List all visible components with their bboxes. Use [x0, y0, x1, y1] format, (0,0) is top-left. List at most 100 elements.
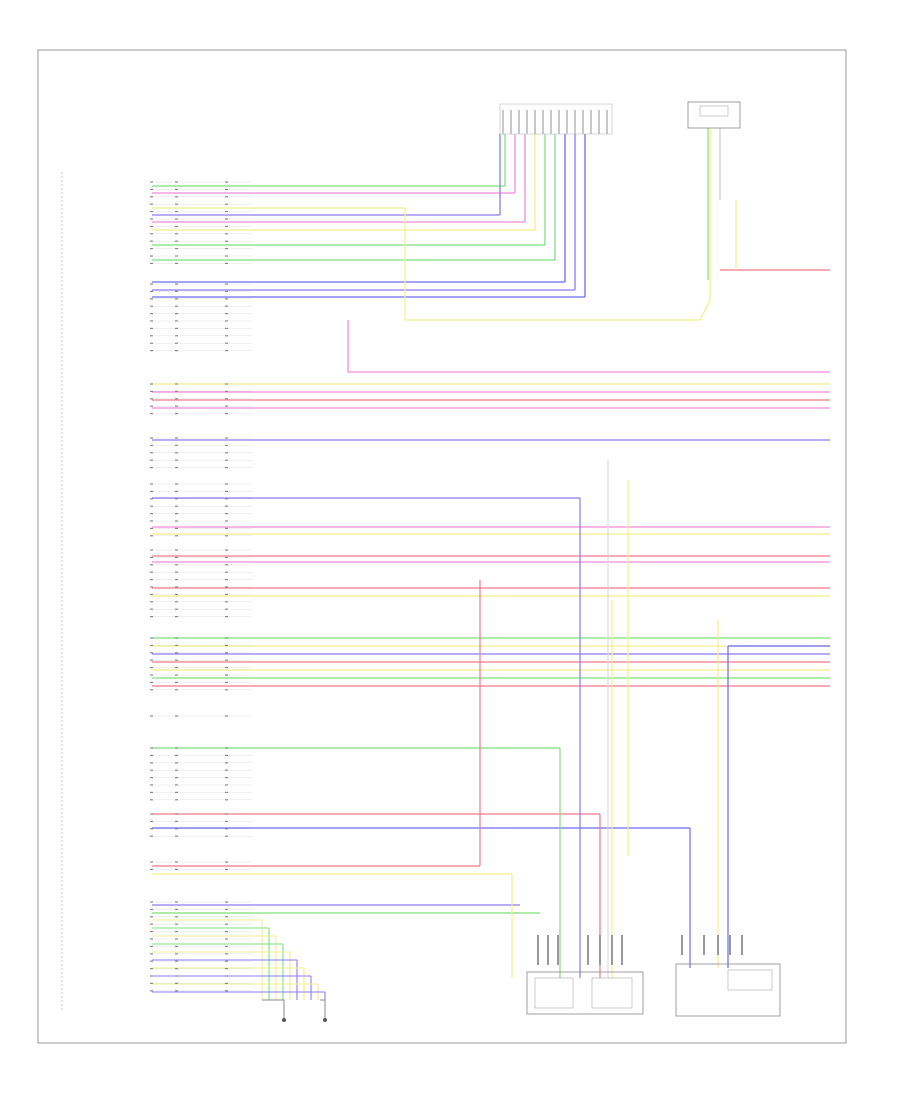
- wire-color-marker: [225, 799, 228, 801]
- pin-marker: [150, 608, 153, 610]
- pin-marker: [150, 762, 153, 764]
- wire-code-marker: [175, 505, 178, 507]
- wire-color-marker: [225, 225, 228, 227]
- wire-color-marker: [225, 505, 228, 507]
- wire-color-marker: [225, 262, 228, 264]
- sensor-top-right: [687, 101, 741, 129]
- wire-color-marker: [225, 968, 228, 970]
- pin-marker: [150, 290, 153, 292]
- wire-pink-loop: [347, 320, 830, 373]
- wire-color-marker: [225, 498, 228, 500]
- wire-color-marker: [225, 290, 228, 292]
- wire-code-marker: [175, 490, 178, 492]
- wire-code-marker: [175, 868, 178, 870]
- pin-marker: [150, 452, 153, 454]
- wire-code-marker: [175, 667, 178, 669]
- wire-color-marker: [225, 689, 228, 691]
- wire-color-marker: [225, 218, 228, 220]
- module-bottom-center: [526, 971, 644, 1015]
- wire-code-marker: [175, 290, 178, 292]
- pin-marker: [150, 601, 153, 603]
- pin-marker: [150, 233, 153, 235]
- wire-code-marker: [175, 637, 178, 639]
- wire-color-marker: [225, 413, 228, 415]
- wire-code-marker: [175, 513, 178, 515]
- wire-code-marker: [175, 835, 178, 837]
- wire-color-marker: [225, 535, 228, 537]
- wire-code-marker: [175, 398, 178, 400]
- wire-code-marker: [175, 255, 178, 257]
- wire-color-marker: [225, 579, 228, 581]
- wire-color-marker: [225, 327, 228, 329]
- pin-marker: [150, 644, 153, 646]
- pin-marker: [150, 616, 153, 618]
- pin-marker: [150, 689, 153, 691]
- wire-code-marker: [175, 945, 178, 947]
- wire-color-marker: [225, 196, 228, 198]
- wire-code-marker: [175, 549, 178, 551]
- wire-color-marker: [225, 901, 228, 903]
- wire-code-marker: [175, 203, 178, 205]
- pin-marker: [150, 564, 153, 566]
- pin-marker: [150, 982, 153, 984]
- wire-color-marker: [225, 444, 228, 446]
- wire-color-marker: [225, 747, 228, 749]
- wire-color-marker: [225, 405, 228, 407]
- wire-color-marker: [225, 586, 228, 588]
- pin-marker: [150, 490, 153, 492]
- wire-code-marker: [175, 586, 178, 588]
- wire-code-marker: [175, 923, 178, 925]
- pin-marker: [150, 413, 153, 415]
- wire-color-marker: [225, 398, 228, 400]
- wire-color-marker: [225, 283, 228, 285]
- wire-code-marker: [175, 953, 178, 955]
- wire-color-marker: [225, 715, 228, 717]
- wire-color-marker: [225, 350, 228, 352]
- wire-color-marker: [225, 483, 228, 485]
- wire-code-marker: [175, 715, 178, 717]
- pin-marker: [150, 754, 153, 756]
- wire-code-marker: [175, 975, 178, 977]
- pin-marker: [150, 218, 153, 220]
- wire-code-marker: [175, 813, 178, 815]
- wire-color-marker: [225, 791, 228, 793]
- pin-marker: [150, 747, 153, 749]
- wire-code-marker: [175, 483, 178, 485]
- wire-color-marker: [225, 674, 228, 676]
- wire-color-marker: [225, 188, 228, 190]
- wire-color-marker: [225, 564, 228, 566]
- pin-marker: [150, 549, 153, 551]
- wire-code-marker: [175, 196, 178, 198]
- pin-marker: [150, 931, 153, 933]
- wire-color-marker: [225, 616, 228, 618]
- wire-code-marker: [175, 218, 178, 220]
- wire-color-marker: [225, 908, 228, 910]
- wire-color-marker: [225, 681, 228, 683]
- wire-color-marker: [225, 644, 228, 646]
- pin-marker: [150, 398, 153, 400]
- wire-code-marker: [175, 571, 178, 573]
- wire-code-marker: [175, 616, 178, 618]
- wire-code-marker: [175, 298, 178, 300]
- pin-marker: [150, 571, 153, 573]
- pin-marker: [150, 820, 153, 822]
- wire-color-marker: [225, 556, 228, 558]
- pin-marker: [150, 527, 153, 529]
- wire-code-marker: [175, 335, 178, 337]
- pin-marker: [150, 945, 153, 947]
- pin-marker: [150, 901, 153, 903]
- wire-color-marker: [225, 861, 228, 863]
- pin-marker: [150, 990, 153, 992]
- component-group: [282, 101, 781, 1022]
- wire-code-marker: [175, 689, 178, 691]
- wire-code-marker: [175, 754, 178, 756]
- pin-marker: [150, 916, 153, 918]
- wire-code-marker: [175, 188, 178, 190]
- wire-color-marker: [225, 181, 228, 183]
- wire-color-marker: [225, 305, 228, 307]
- pin-marker: [150, 320, 153, 322]
- wire-color-marker: [225, 335, 228, 337]
- pin-marker: [150, 777, 153, 779]
- wire-color-marker: [225, 659, 228, 661]
